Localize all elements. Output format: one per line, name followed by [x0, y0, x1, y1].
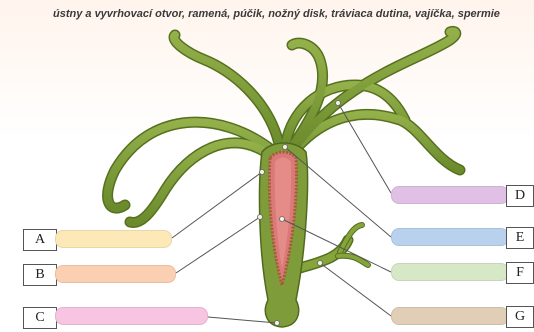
answer-slot-a[interactable] — [55, 230, 172, 248]
answer-slot-b[interactable] — [55, 265, 176, 283]
bud — [300, 225, 368, 268]
label-b: B — [23, 264, 57, 286]
answer-slot-g[interactable] — [391, 307, 509, 325]
answer-slot-e[interactable] — [391, 228, 509, 246]
answer-slot-f[interactable] — [391, 263, 509, 281]
answer-slot-d[interactable] — [391, 186, 509, 204]
answer-slot-c[interactable] — [55, 307, 208, 325]
label-a: A — [23, 229, 57, 251]
label-e: E — [506, 227, 534, 249]
label-f: F — [506, 262, 534, 284]
label-d: D — [506, 185, 534, 207]
label-c: C — [23, 307, 57, 329]
label-g: G — [506, 306, 534, 328]
